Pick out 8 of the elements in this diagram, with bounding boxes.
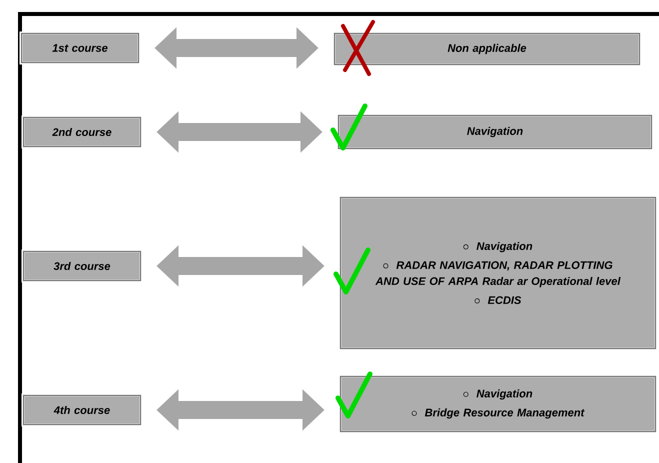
course-box: 3rd course bbox=[22, 250, 142, 282]
topic-box: Navigation bbox=[336, 114, 654, 150]
course-box: 4th course bbox=[22, 394, 142, 426]
course-box: 1st course bbox=[20, 32, 140, 64]
topic-box: Navigation Bridge Resource Management bbox=[338, 374, 658, 434]
topic-box: Navigation RADAR NAVIGATION, RADAR PLOTTING AND USE OF ARPA Radar ar Operational level ECDIS bbox=[338, 196, 658, 350]
topic-box: Non applicable bbox=[332, 32, 642, 66]
course-box: 2nd course bbox=[22, 116, 142, 148]
